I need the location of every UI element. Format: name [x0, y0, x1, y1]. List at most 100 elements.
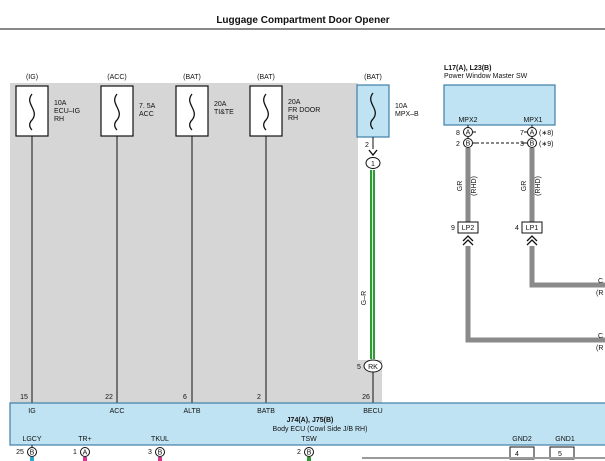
ecu-terminal-label: ACC [110, 408, 125, 415]
pin-number: 3 [520, 141, 524, 148]
ecu-pin-number: 15 [20, 394, 28, 401]
fuse-amp-label: 7. 5A [139, 103, 156, 110]
ecu-terminal-label: BECU [363, 408, 382, 415]
junction-box [457, 221, 479, 234]
pin-number: 4 [515, 451, 519, 458]
fuse-supply-label: (IG) [26, 74, 38, 81]
edge-label: (R [596, 290, 603, 297]
wire-color-label: GR [457, 181, 464, 192]
fuse-acc: (ACC) 7. 5A ACC 22 [100, 74, 156, 403]
pin-number: 5 [558, 451, 562, 458]
switch-box [443, 84, 556, 126]
edge-label: C [598, 278, 603, 285]
fuse-box [15, 85, 49, 137]
connector-letter: B [530, 141, 535, 148]
chevron-up-icon [462, 235, 474, 246]
fuse-name-label-2: RH [288, 115, 298, 122]
pin-number: 2 [297, 449, 301, 456]
fuse-box [356, 84, 390, 138]
ecu-bottom-label-tr: TR+ [78, 436, 91, 443]
connector-oval [365, 157, 381, 169]
connector-letter: B [30, 450, 35, 457]
fuse-name-label: MPX–B [395, 111, 419, 118]
fuse-symbol-icon [263, 93, 269, 131]
fuse-name-label: TI&TE [214, 109, 234, 116]
wire-color-stub [30, 457, 34, 461]
pin-number: 2 [456, 141, 460, 148]
ecu-bottom-label-lgcy: LGCY [22, 436, 41, 443]
ecu-box [9, 402, 605, 446]
wire-note-label: (RHD) [535, 176, 542, 196]
component-code: L17(A), L23(B) [444, 65, 491, 72]
connector-circle [527, 127, 537, 137]
fuse-amp-label: 10A [395, 103, 408, 110]
edge-label: C [598, 333, 603, 340]
ecu-bottom-label-gnd2: GND2 [512, 436, 532, 443]
gray-harness: GR (RHD) GR (RHD) 9 LP2 4 LP1 C (R C (R [451, 142, 605, 352]
fuse-ecu-ig: (IG) 10A ECU–IG RH 15 [15, 74, 80, 403]
chevron-up-icon [526, 235, 538, 246]
fuse-name-label: ECU–IG [54, 108, 80, 115]
ecu-pin-number: 22 [105, 394, 113, 401]
pin-number: 8 [456, 130, 460, 137]
arrow-down-icon [368, 149, 378, 157]
harness-wire-lp2-lower [465, 246, 605, 343]
fuse-name-label-2: RH [54, 116, 64, 123]
connector-letter: B [466, 141, 471, 148]
fuse-symbol-icon [370, 92, 376, 130]
ecu-terminal-label: IG [28, 408, 35, 415]
ecu-bottom-label-gnd1: GND1 [555, 436, 575, 443]
connector-circle [463, 127, 473, 137]
fuse-symbol-icon [114, 93, 120, 131]
junction-label: LP1 [526, 225, 539, 232]
junction-pin: 4 [515, 225, 519, 232]
fuse-box [249, 85, 283, 137]
junction-pin: 9 [451, 225, 455, 232]
fuse-name-label: FR DOOR [288, 107, 320, 114]
body-ecu: IG ACC ALTB BATB BECU J74(A), J75(B) Bod… [9, 402, 605, 446]
fuse-mpx-b: (BAT) 10A MPX–B 2 1 G–R 5 RK 26 [356, 74, 419, 403]
wire-note-label: (RHD) [471, 176, 478, 196]
fuse-supply-label: (BAT) [364, 74, 382, 81]
ecu-pin-number: 26 [362, 394, 370, 401]
connector-number: 1 [371, 161, 375, 168]
connector-letter: B [307, 450, 312, 457]
fuse-output-pin: 2 [365, 142, 369, 149]
wire-color-stub [307, 457, 311, 461]
fuse-amp-label: 20A [288, 99, 301, 106]
connector-code: RK [368, 364, 378, 371]
junction-label: LP2 [462, 225, 475, 232]
fuse-name-label: ACC [139, 111, 154, 118]
connector-circle [304, 447, 314, 457]
connector-pin: 5 [357, 364, 361, 371]
power-window-master-switch: L17(A), L23(B) Power Window Master SW MP… [443, 65, 556, 148]
fuse-ti-te: (BAT) 20A TI&TE 6 [175, 74, 234, 403]
fuse-supply-label: (ACC) [107, 74, 126, 81]
fuse-supply-label: (BAT) [183, 74, 201, 81]
component-name: Power Window Master SW [444, 73, 528, 80]
wire-color-stub [83, 457, 87, 461]
connector-circle [527, 138, 537, 148]
connector-letter: A [530, 130, 535, 137]
fuse-amp-label: 20A [214, 101, 227, 108]
ecu-bottom-pins: 25 B 1 A 3 B 2 B 4 5 [16, 445, 605, 461]
junction-box [521, 221, 543, 234]
connector-letter: A [83, 450, 88, 457]
terminal-label-mpx1: MPX1 [523, 117, 542, 124]
harness-wire-lp1-lower [529, 246, 605, 288]
fuse-supply-label: (BAT) [257, 74, 275, 81]
wire-color-label: G–R [361, 291, 368, 305]
connector-circle [80, 447, 90, 457]
fuse-box [100, 85, 134, 137]
pin-number: 25 [16, 449, 24, 456]
fuse-fr-door: (BAT) 20A FR DOOR RH 2 [249, 74, 320, 403]
ecu-pin-number: 6 [183, 394, 187, 401]
fuse-symbol-icon [189, 93, 195, 131]
pin-number: 7 [520, 130, 524, 137]
wire-color-label: GR [521, 181, 528, 192]
connector-circle [27, 447, 37, 457]
connector-circle [463, 138, 473, 148]
pin-note: (∗8) [539, 130, 553, 137]
